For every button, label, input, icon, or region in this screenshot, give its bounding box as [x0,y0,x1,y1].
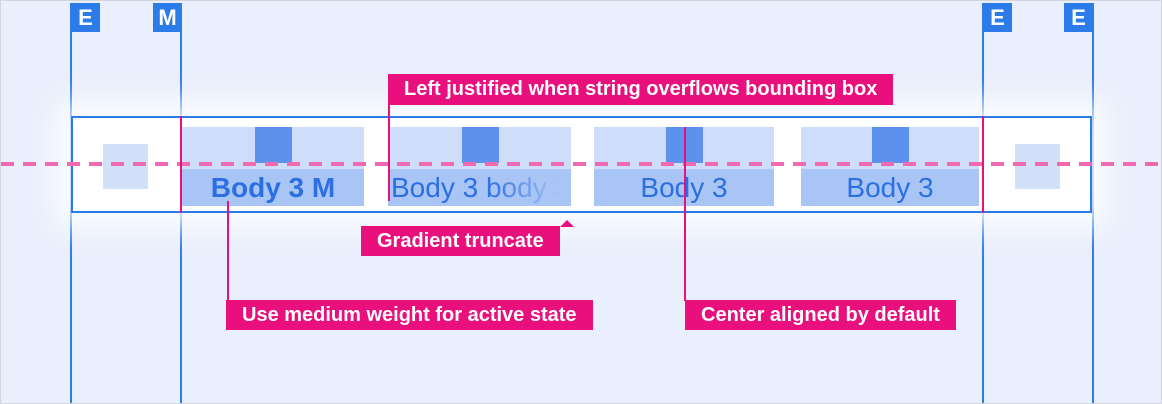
callout-medium-weight: Use medium weight for active state [226,300,593,330]
tab-default[interactable]: Body 3 [801,127,979,206]
tab-label: Body 3 M [182,169,364,206]
margin-guide-line [1092,3,1094,403]
tab-icon-placeholder [461,127,499,163]
content-margin-line [180,116,182,213]
trailing-icon-placeholder [1015,144,1060,189]
gradient-truncate-fade [486,169,571,206]
tab-label: Body 3 [801,169,979,206]
tab-overflow[interactable]: Body 3 body 3 b [388,127,571,206]
leader-line-medium-weight [227,201,229,301]
center-baseline-dashed-line [1,162,1161,166]
spacing-marker-m: M [153,3,182,32]
leader-line-center-aligned [684,127,686,301]
content-margin-line [982,116,984,213]
callout-left-justified: Left justified when string overflows bou… [388,74,894,105]
tab-active[interactable]: Body 3 M [182,127,364,206]
spacing-marker-e: E [71,3,100,32]
tab-icon-placeholder [255,127,292,163]
callout-caret-up [560,220,574,227]
leader-line-left-justified [388,105,390,201]
tab-icon-placeholder [872,127,909,163]
leading-icon-placeholder [103,144,148,189]
tab-label-truncated: Body 3 body 3 b [388,169,571,206]
spacing-marker-e: E [983,3,1012,32]
callout-gradient-truncate: Gradient truncate [361,226,560,256]
spacing-marker-e: E [1064,3,1093,32]
callout-center-aligned: Center aligned by default [685,300,956,330]
